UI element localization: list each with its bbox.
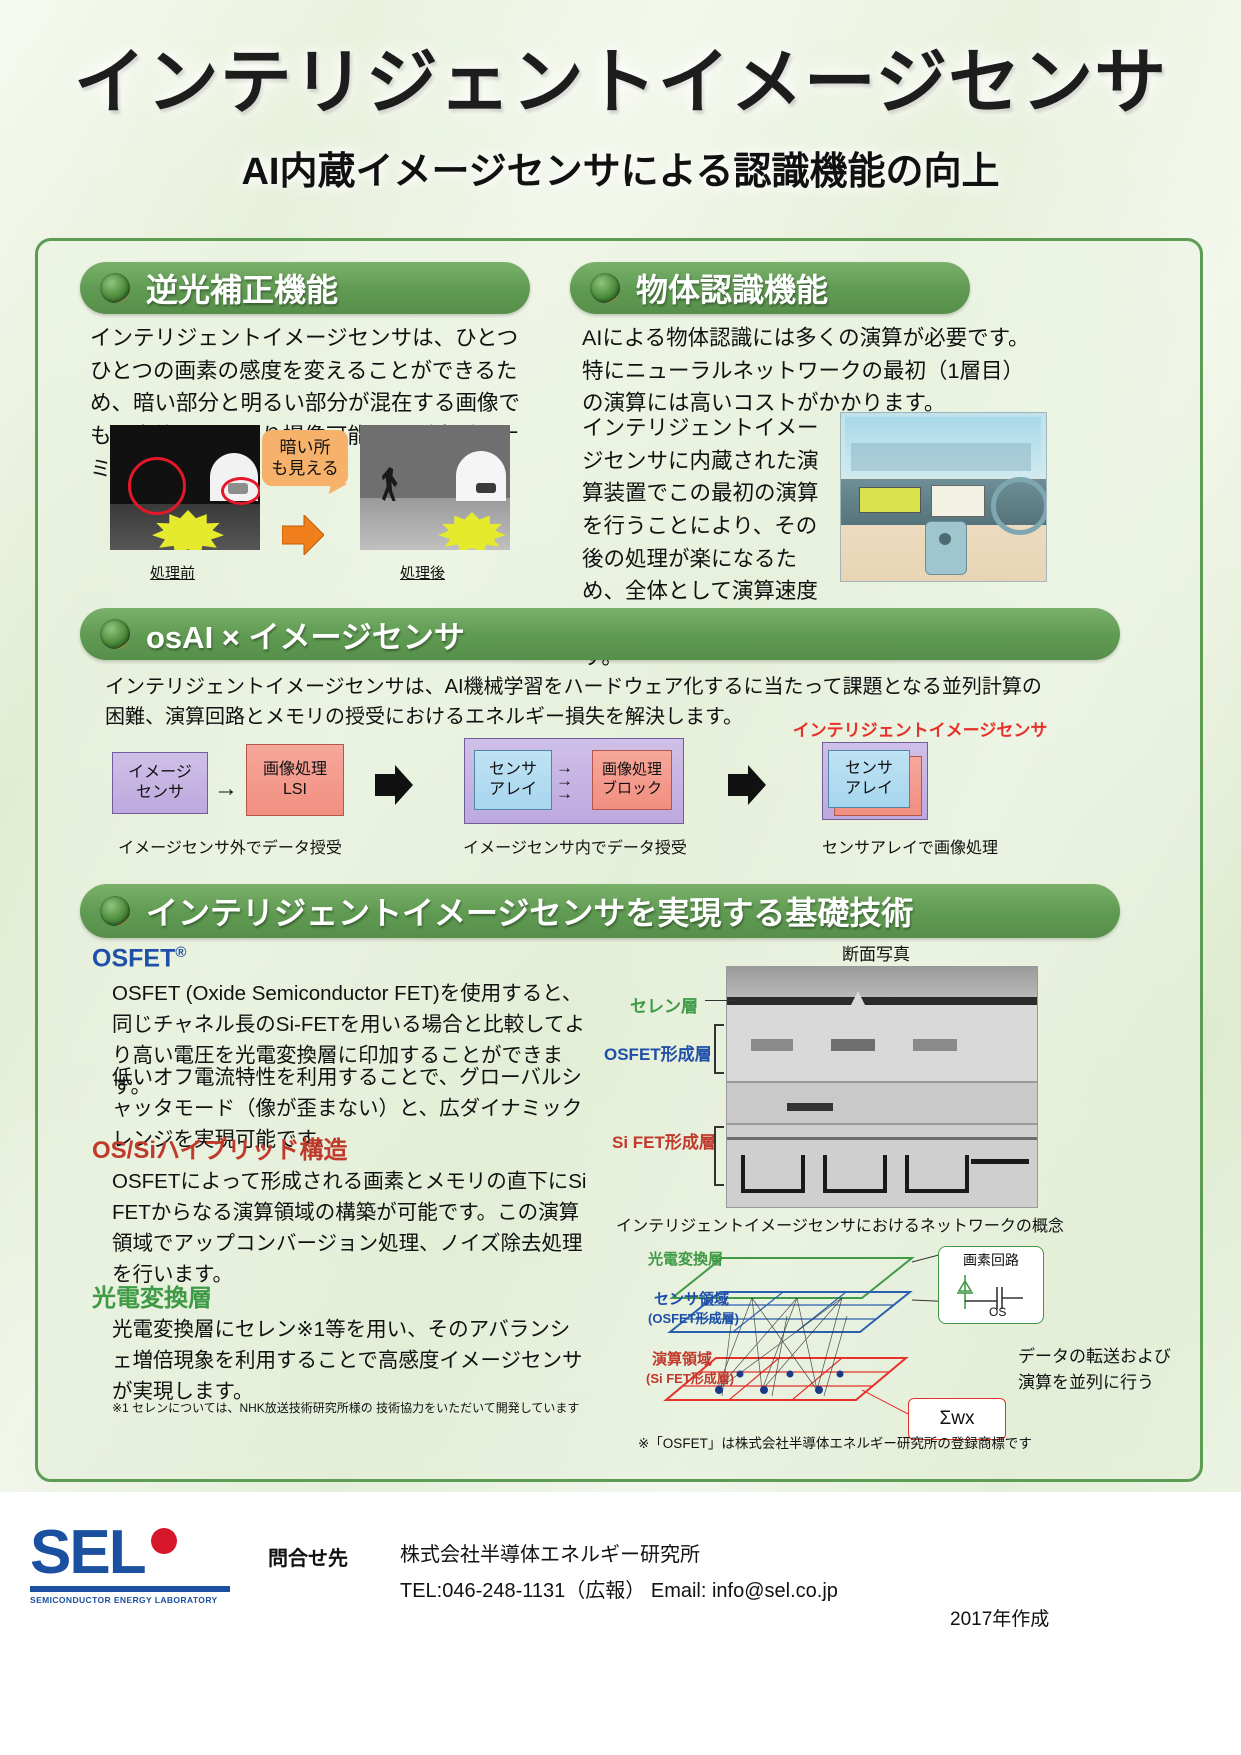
section3-heading-label: osAI × イメージセンサ [146, 619, 465, 655]
sel-logo-caption: SEMICONDUCTOR ENERGY LABORATORY [30, 1595, 218, 1605]
process-arrow-icon [281, 513, 325, 560]
bullet-icon [100, 619, 130, 649]
network-side-note: データの転送および 演算を並列に行う [1018, 1347, 1171, 1392]
section2-heading-label: 物体認識機能 [636, 272, 829, 308]
topic-osfet-paragraph-1: OSFET (Oxide Semiconductor FET)を使用すると、同じ… [112, 982, 585, 1099]
brace-si-fet-layer [714, 1126, 724, 1186]
sum-box: Σwx [908, 1398, 1006, 1440]
topic-photoelectric-paragraph: 光電変換層にセレン※1等を用い、そのアバランシェ増倍現象を利用することで高感度イ… [112, 1318, 583, 1404]
topic-title-os-si-hybrid: OS/Siハイブリッド構造 [92, 1137, 348, 1164]
topic-osfet-paragraph-2: 低いオフ電流特性を利用することで、グローバルシャッタモード（像が歪まない）と、広… [112, 1066, 583, 1152]
section-heading-backlight: 逆光補正機能 [80, 262, 530, 314]
network-label-photoelectric: 光電変換層 [648, 1251, 724, 1268]
footer: SEL SEMICONDUCTOR ENERGY LABORATORY 問合せ先… [0, 1492, 1241, 1755]
network-label-sensor-region: センサ領域 [654, 1291, 730, 1308]
speech-bubble-dark-visible: 暗い所 も見える [262, 430, 348, 486]
page-title: インテリジェントイメージセンサ [73, 43, 1168, 123]
caption-after: 処理後 [400, 565, 446, 582]
photo-cross-section-middle [726, 1082, 1038, 1124]
pixel-circuit-sub-label: OS [989, 1305, 1007, 1319]
contact-tel-email: TEL:046-248-1131（広報） Email: info@sel.co.… [400, 1580, 838, 1602]
page-subtitle: AI内蔵イメージセンサによる認識機能の向上 [241, 150, 1000, 193]
topic-os-si-paragraph: OSFETによって形成される画素とメモリの直下にSi FETからなる演算領域の構… [112, 1170, 587, 1287]
contact-company: 株式会社半導体エネルギー研究所 [400, 1544, 700, 1566]
section1-heading-label: 逆光補正機能 [146, 272, 339, 308]
flow-caption-3: センサアレイで画像処理 [821, 840, 998, 857]
topic-title-photoelectric: 光電変換層 [92, 1285, 212, 1312]
network-label-sensor-region-sub: (OSFET形成層) [648, 1311, 739, 1326]
footnote-selenium: ※1 セレンについては、NHK放送技術研究所様の 技術協力をいただいて開発してい… [112, 1401, 580, 1415]
big-arrow-icon-2 [728, 765, 766, 805]
bullet-icon [100, 896, 130, 926]
caption-before: 処理前 [150, 565, 196, 582]
sel-logo-dot-icon [150, 1528, 177, 1554]
flow-box-image-processing-lsi: 画像処理 LSI [246, 744, 344, 816]
section-heading-object-recognition: 物体認識機能 [570, 262, 970, 314]
flow-arrow-icon: → [214, 775, 238, 802]
section3-paragraph: インテリジェントイメージセンサは、AI機械学習をハードウェア化するに当たって課題… [105, 676, 1042, 728]
sel-logo-bar [30, 1586, 230, 1592]
sel-logo: SEL SEMICONDUCTOR ENERGY LABORATORY [30, 1518, 230, 1605]
network-diagram [612, 1240, 1082, 1430]
registered-trademark-icon: ® [175, 944, 187, 961]
cross-section-caption: 断面写真 [842, 945, 910, 964]
cross-section-label-selenium: セレン層 [630, 997, 698, 1016]
section4-heading-label: インテリジェントイメージセンサを実現する基礎技術 [146, 895, 914, 931]
sel-logo-text: SEL [30, 1518, 147, 1587]
section-heading-base-technology: インテリジェントイメージセンサを実現する基礎技術 [80, 884, 1120, 938]
big-arrow-icon-1 [375, 765, 413, 805]
photo-before [110, 425, 260, 550]
trademark-note: ※「OSFET」は株式会社半導体エネルギー研究所の登録商標です [638, 1436, 1032, 1451]
photo-after [360, 425, 510, 550]
pixel-circuit-box: 画素回路 OS [938, 1246, 1044, 1324]
topic-title-osfet-text: OSFET [92, 944, 176, 973]
bullet-icon [590, 273, 620, 303]
contact-label: 問合せ先 [268, 1548, 348, 1570]
leader-line-selenium [705, 1000, 735, 1001]
bullet-icon [100, 273, 130, 303]
cross-section-label-si-fet-layer: Si FET形成層 [612, 1133, 716, 1152]
section2-paragraph-1: AIによる物体認識には多くの演算が必要です。特にニューラルネットワークの最初（1… [582, 326, 1030, 416]
network-label-compute-region-sub: (Si FET形成層) [646, 1371, 735, 1386]
photo-cross-section-upper [726, 966, 1038, 1082]
topic-title-osfet: OSFET® [92, 944, 186, 973]
illustration-car-interior [840, 412, 1047, 582]
flow-box-sensor-array-2: センサ アレイ [474, 750, 552, 810]
footer-year: 2017年作成 [950, 1609, 1050, 1630]
flow-caption-1: イメージセンサ外でデータ授受 [118, 840, 342, 857]
speech-bubble-tail [328, 480, 348, 498]
flow-box-image-processing-block: 画像処理 ブロック [592, 750, 672, 810]
flow-arrows-triple-icon: →→→ [556, 758, 573, 803]
section-heading-osai: osAI × イメージセンサ [80, 608, 1120, 660]
flow-box-sensor-array-3: センサ アレイ [828, 750, 910, 808]
brace-osfet-layer [714, 1024, 724, 1074]
network-label-compute-region: 演算領域 [652, 1351, 713, 1368]
section3-red-label: インテリジェントイメージセンサ [792, 721, 1048, 740]
photo-cross-section-lower [726, 1124, 1038, 1208]
flow-box-image-sensor: イメージ センサ [112, 752, 208, 814]
network-diagram-caption: インテリジェントイメージセンサにおけるネットワークの概念 [616, 1218, 1064, 1235]
flow-caption-2: イメージセンサ内でデータ授受 [463, 840, 687, 857]
pixel-circuit-title: 画素回路 [963, 1252, 1019, 1268]
poster-title-block: インテリジェントイメージセンサ AI内蔵イメージセンサによる認識機能の向上 [0, 43, 1241, 195]
cross-section-label-osfet-layer: OSFET形成層 [604, 1045, 712, 1064]
